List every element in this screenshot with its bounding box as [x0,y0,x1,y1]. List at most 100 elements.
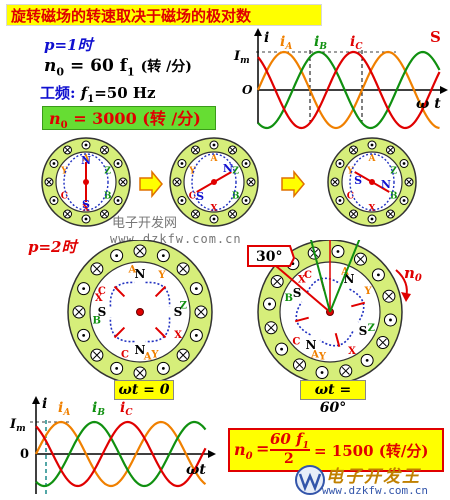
phase-letter-X: X [369,204,376,214]
winding-slot [349,209,358,219]
wave-iB [257,50,441,130]
phase-letter-C: C [304,270,312,281]
winding-slot [376,336,390,349]
winding-slot [293,358,306,372]
winding-slot [77,282,91,296]
winding-slot [330,177,340,187]
winding-slot [367,140,377,150]
winding-slot [371,268,385,282]
p1-pole-label: p=1时 [44,36,93,54]
winding-slot [349,145,358,155]
phase-letter-B: B [284,293,292,304]
caption-wt0: ωt = 0 [114,380,174,400]
bottom-label-iB: iB [92,400,105,418]
phase-letter-A: A [368,154,377,164]
p2-pole-label: p=2时 [28,238,77,256]
winding-slot [156,249,170,263]
winding-slot [100,209,109,219]
phase-letter-Y: Y [150,349,159,360]
winding-slot [133,366,147,380]
phase-letter-C: C [292,336,300,347]
arrow-right-2 [281,169,305,199]
phase-letter-X: X [95,293,103,304]
p1-frequency: 工频: f1=50 Hz [40,84,156,105]
phase-letter-C: C [98,286,106,297]
winding-slot [177,159,187,168]
waveform-top-origin: O [242,83,253,97]
winding-slot [228,145,237,155]
winding-slot [90,262,104,276]
field-arrow [113,285,126,298]
p2-formula-box: n0 = 60 f1 2 = 1500 (转/分) [228,428,444,472]
winding-slot [335,159,345,168]
wave-bottom-iC [35,420,207,488]
phase-letter-X: X [211,204,218,214]
phase-letter-Y: Y [157,270,166,281]
winding-slot [339,364,353,378]
bottom-label-iA: iA [58,400,70,418]
winding-slot [335,196,345,205]
corner-letter: S [430,28,441,46]
winding-slot [209,140,219,150]
winding-slot [241,196,251,205]
phase-letter-A: A [340,267,349,278]
watermark-logo-text: 电子开发王 [326,467,421,487]
wave-bottom-iB [35,420,207,488]
phase-letter-X: X [298,274,306,285]
winding-slot [383,313,397,327]
winding-slot [176,348,190,362]
pole-label-N: N [223,162,233,175]
label-iB: iB [314,34,327,52]
label-iA: iA [280,34,292,52]
winding-slot [49,159,59,168]
winding-slot [176,262,190,276]
rotated-axis-2 [310,240,331,313]
winding-slot [100,145,109,155]
winding-slot [404,177,414,187]
waveform-top-i-label: i [264,30,269,46]
phase-letter-Y: Y [364,286,373,297]
phase-letter-A: A [210,154,219,164]
rotated-axis-1 [329,240,361,313]
winding-slot [241,159,251,168]
phase-letter-Y: Y [318,351,327,362]
winding-slot [315,365,329,379]
watermark-logo-url: www.dzkfw.com.cn [322,484,428,497]
winding-slot [209,214,219,224]
winding-slot [113,196,123,205]
winding-slot [386,145,395,155]
winding-slot [177,196,187,205]
flux-arc [109,281,135,307]
winding-slot [270,275,284,288]
waveform-top-axis-label: ω t [416,96,441,112]
winding-slot [81,140,91,150]
waveform-bottom-zero: 0 [20,447,29,462]
waveform-bottom-i-label: i [42,396,47,412]
field-arrow [113,326,126,339]
pole-label-S: S [354,174,362,187]
phase-letter-B: B [232,192,240,202]
winding-slot [72,305,86,319]
p1-result-box: n0 = 3000 (转 /分) [42,106,216,131]
winding-slot [382,289,396,303]
flux-arc [145,281,171,307]
n0-label: n0 [404,264,422,284]
pole-label-S: S [196,190,204,203]
winding-slot [90,348,104,362]
pole-label-N: N [135,267,146,281]
flux-arc [109,317,135,343]
winding-slot [172,177,182,187]
wave-iC [257,50,441,130]
winding-slot [354,252,367,266]
angle-callout: 30° [247,245,296,267]
pole-label-S: S [174,305,183,319]
phase-letter-Z: Z [180,300,187,311]
winding-slot [118,177,128,187]
winding-slot [77,328,91,342]
waveform-bottom: i Im 0 ωt iA iB iC [9,396,216,494]
